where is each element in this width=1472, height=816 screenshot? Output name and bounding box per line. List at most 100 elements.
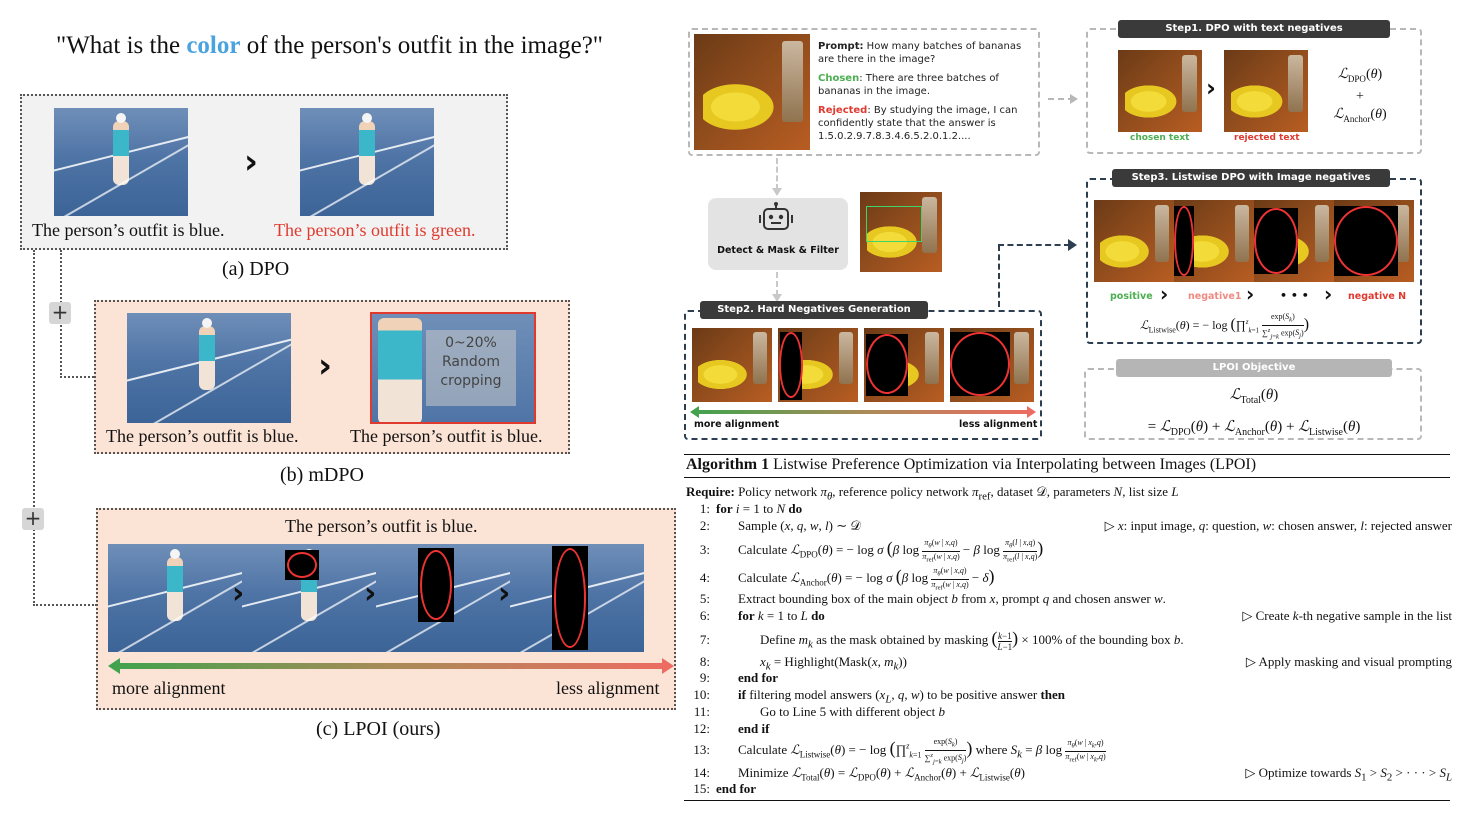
step1-chosen-text-label: chosen text [1130,133,1190,143]
step2-image-3 [864,328,944,402]
tree-connector-to-mdpo [60,376,94,378]
arrow-prompt-to-detect [776,158,778,190]
algo-line-15: 15:end for [693,781,757,796]
algo-line-5: 5:Extract bounding box of the main objec… [699,591,1166,606]
detect-label: Detect & Mask & Filter [717,245,839,256]
step3-negativeN-label: negative N [1348,291,1407,302]
algo-line-8: 8:xk = Highlight(Mask(x, mk)) ▷ Apply ma… [699,654,1452,673]
step2-image-4 [950,328,1034,402]
detected-banana-image [860,192,942,272]
algorithm-bottom-rule [684,800,1450,801]
algo-line-7: 7:Define mk as the mask obtained by mask… [699,628,1184,652]
step3-negative1-label: negative1 [1188,291,1242,302]
step3-chevron-icon-2: › [1246,282,1255,306]
dpo-preference-chevron-icon: › [244,142,259,182]
plus-icon-mdpo: + [49,302,71,324]
lpoi-chevron-icon-3: › [498,576,511,611]
step3-positive-label: positive [1110,291,1153,302]
rejected-answer: : By studying the image, I can confident… [818,105,1018,142]
step1-chevron-icon: › [1206,74,1216,102]
step3-image-2 [1174,200,1254,282]
algo-line-2: 2:Sample (x, q, w, l) ∼ 𝒟 ▷ x: input ima… [699,518,1452,533]
arrow-prompt-to-step1 [1048,98,1074,100]
lpoi-less-alignment-label: less alignment [556,678,660,698]
step1-rejected-image [1224,50,1308,132]
prompt-box [688,28,1040,156]
mdpo-rejected-text: The person’s outfit is blue. [350,426,543,446]
step3-listwise-formula: ℒListwise(θ) = − log (∏zk=1 exp(Sk)∑zj=k… [1140,312,1310,340]
prompt-label: Prompt: [818,41,864,52]
mdpo-preference-chevron-icon: › [318,346,333,386]
step3-chevron-icon-3: › [1324,282,1333,306]
prompt-text-block: Prompt: How many batches of bananas are … [818,40,1036,143]
lpoi-text: The person’s outfit is blue. [285,516,478,536]
step2-less-alignment: less alignment [959,419,1038,430]
arrow-detect-to-step2 [776,272,778,296]
question-pre: "What is the [56,32,187,59]
lpoi-objective-title: LPOI Objective [1116,359,1392,377]
step1-loss-formula: ℒDPO(θ)+ℒAnchor(θ) [1333,67,1387,124]
algorithm-title-rest: Listwise Preference Optimization via Int… [769,456,1257,473]
question-color-word: color [186,32,241,59]
lpoi-caption: (c) LPOI (ours) [316,718,441,740]
step3-image-3 [1254,200,1334,282]
dpo-caption: (a) DPO [222,258,290,280]
lpoi-alignment-arrow [108,658,674,674]
tree-connector-vertical [33,250,35,606]
lpoi-image-2 [242,544,376,652]
algo-line-3: 3:Calculate ℒDPO(θ) = − log σ (β log πθ(… [699,538,1044,564]
lpoi-objective-formula: ℒTotal(θ) = ℒDPO(θ) + ℒAnchor(θ) + ℒList… [1147,387,1361,438]
arrow-step2-to-step3 [998,245,1000,307]
step2-image-1 [692,328,772,402]
plus-icon-lpoi: + [22,508,44,530]
lpoi-more-alignment-label: more alignment [112,678,226,698]
algorithm-title: Algorithm 1 Listwise Preference Optimiza… [686,456,1256,474]
algo-line-6: 6:for k = 1 to L do ▷ Create k-th negati… [699,608,1452,623]
mdpo-cropped-image: 0~20% Random cropping [370,312,536,424]
question-text: "What is the color of the person's outfi… [56,32,603,60]
mdpo-chosen-image [127,313,291,423]
step1-chosen-image [1118,50,1202,132]
chosen-label: Chosen [818,73,860,84]
algo-line-14: 14:Minimize ℒTotal(θ) = ℒDPO(θ) + ℒAncho… [693,765,1452,784]
rejected-label: Rejected [818,105,868,116]
step3-image-1 [1094,200,1174,282]
step3-image-4 [1334,200,1414,282]
question-post: of the person's outfit in the image?" [240,32,603,59]
lpoi-chevron-icon-2: › [364,576,377,611]
mdpo-chosen-text: The person’s outfit is blue. [106,426,299,446]
algo-line-11: 11:Go to Line 5 with different object b [693,704,945,719]
algo-require: Require: Policy network πθ, reference po… [686,484,1179,503]
mdpo-caption: (b) mDPO [280,464,364,486]
dpo-chosen-text: The person’s outfit is blue. [32,220,225,240]
lpoi-image-4 [510,544,644,652]
dpo-rejected-text: The person’s outfit is green. [274,220,476,240]
algorithm-title-rule [684,477,1450,478]
algo-line-1: 1:for i = 1 to N do [699,501,803,516]
step2-image-2 [778,328,858,402]
algo-line-4: 4:Calculate ℒAnchor(θ) = − log σ (β log … [699,566,995,592]
step3-chevron-icon-1: › [1160,282,1169,306]
chosen-answer: : There are three batches of bananas in … [818,73,999,97]
step3-title: Step3. Listwise DPO with Image negatives [1112,169,1390,187]
step3-dots: • • • [1280,289,1309,302]
robot-icon [759,202,793,230]
step2-title: Step2. Hard Negatives Generation [700,301,928,319]
step1-rejected-text-label: rejected text [1234,133,1300,143]
algo-line-9: 9:end for [699,670,779,685]
algo-line-10: 10:if filtering model answers (xL, q, w)… [693,687,1066,706]
dpo-rejected-image [300,108,434,216]
step2-more-alignment: more alignment [694,419,779,430]
algorithm-title-bold: Algorithm 1 [686,456,770,473]
dpo-chosen-image [54,108,188,216]
step1-title: Step1. DPO with text negatives [1118,20,1390,38]
algorithm-top-rule [684,454,1450,455]
algo-line-12: 12:end if [693,721,770,736]
lpoi-image-3 [376,544,510,652]
prompt-banana-image [694,34,810,150]
tree-connector-to-lpoi [33,604,97,606]
prompt-question: How many batches of bananas are there in… [818,41,1022,65]
algo-line-13: 13:Calculate ℒListwise(θ) = − log (∏zk=1… [693,737,1106,765]
step2-alignment-arrow [690,406,1036,418]
lpoi-image-1 [108,544,242,652]
